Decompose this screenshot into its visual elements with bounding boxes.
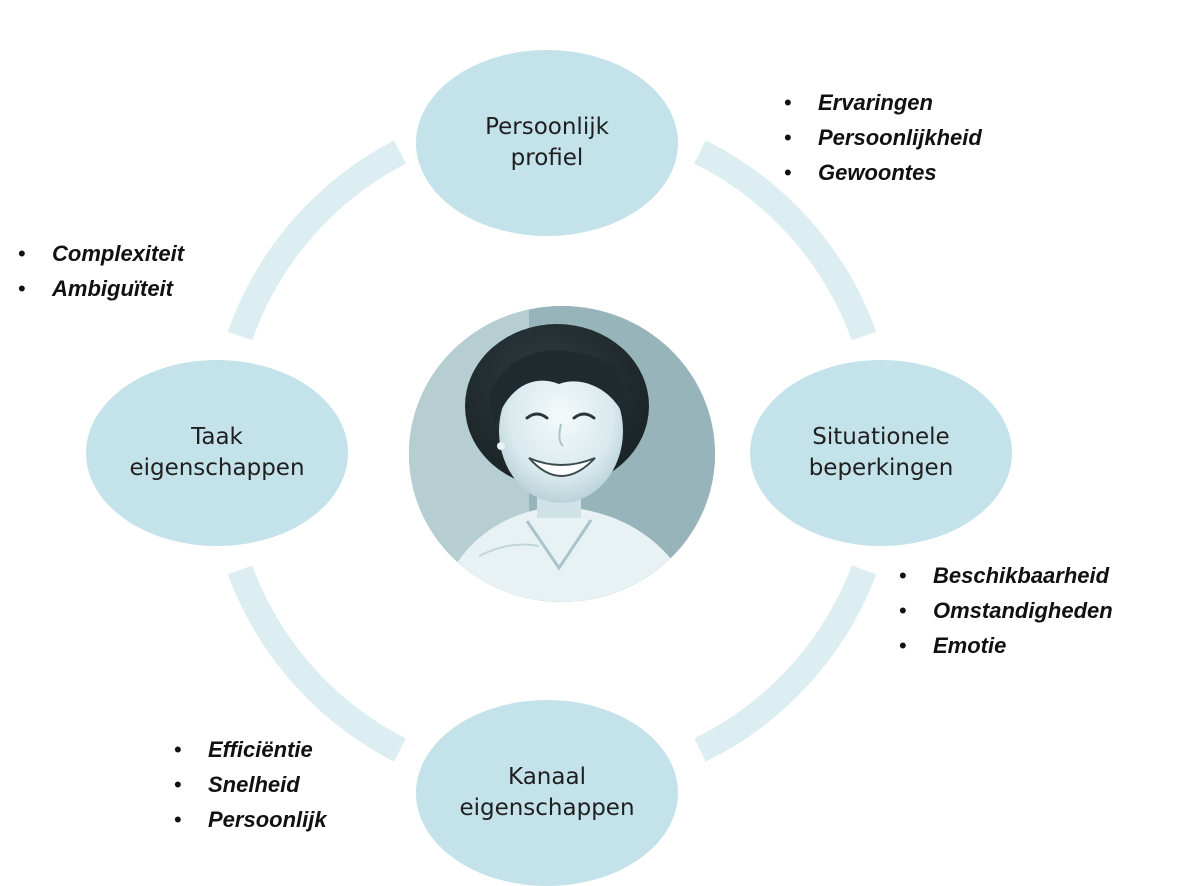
ring-arc-top-right	[694, 140, 877, 341]
node-top-line2: profiel	[510, 145, 584, 171]
node-left-line1: Taak	[191, 423, 243, 450]
node-right-line1: Situationele	[812, 423, 950, 450]
list-item: Complexiteit	[12, 236, 184, 271]
list-item: Ambiguïteit	[12, 271, 184, 306]
node-kanaal-eigenschappen: Kanaal eigenschappen	[416, 700, 678, 886]
node-taak-eigenschappen: Taak eigenschappen	[86, 360, 348, 546]
bullet-list-taak-eigenschappen: Complexiteit Ambiguïteit	[12, 236, 184, 306]
ring-arc-right-bottom	[694, 565, 877, 762]
bullet-list-kanaal-eigenschappen: Efficiëntie Snelheid Persoonlijk	[168, 732, 327, 837]
ring-arc-bottom-left	[227, 565, 406, 762]
node-persoonlijk-profiel: Persoonlijk profiel	[416, 50, 678, 236]
list-item: Snelheid	[168, 767, 327, 802]
list-item: Omstandigheden	[893, 593, 1113, 628]
node-bottom-line1: Kanaal	[508, 763, 586, 790]
node-left-line2: eigenschappen	[129, 455, 305, 481]
node-bottom-line2: eigenschappen	[459, 795, 635, 821]
node-situationele-beperkingen: Situationele beperkingen	[750, 360, 1012, 546]
node-right-line2: beperkingen	[808, 455, 954, 481]
list-item: Persoonlijkheid	[778, 120, 982, 155]
list-item: Persoonlijk	[168, 802, 327, 837]
ring-arc-left-top	[227, 140, 407, 341]
list-item: Emotie	[893, 628, 1113, 663]
list-item: Beschikbaarheid	[893, 558, 1113, 593]
bullet-list-situationele-beperkingen: Beschikbaarheid Omstandigheden Emotie	[893, 558, 1113, 663]
list-item: Efficiëntie	[168, 732, 327, 767]
portrait-illustration	[409, 306, 715, 602]
smiling-woman-portrait-icon	[409, 306, 715, 602]
list-item: Ervaringen	[778, 85, 982, 120]
bullet-list-persoonlijk-profiel: Ervaringen Persoonlijkheid Gewoontes	[778, 85, 982, 190]
list-item: Gewoontes	[778, 155, 982, 190]
node-top-line1: Persoonlijk	[485, 113, 609, 140]
